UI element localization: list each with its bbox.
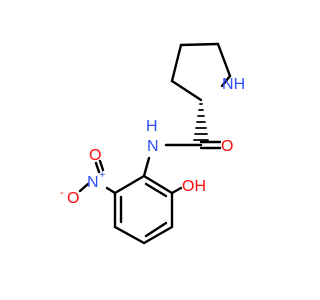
molecule-structure: NH N H O N + O O - OH — [60, 42, 245, 245]
ring-nh-label: NH — [222, 76, 245, 93]
nitro-plus-charge: + — [99, 169, 105, 181]
hydroxyl-label: OH — [182, 178, 206, 195]
nitro-minus-charge: - — [60, 187, 64, 199]
amide-h-label: H — [146, 118, 158, 135]
stereo-hash-bond — [193, 103, 209, 141]
benzene-ring — [113, 174, 174, 245]
nitro-oxygen-top-label: O — [89, 147, 101, 164]
substituent-bonds — [78, 159, 183, 195]
amide-n-label: N — [147, 138, 159, 155]
pyrrolidine-ring — [170, 42, 232, 102]
nitro-nitrogen-label: N — [87, 174, 99, 191]
nitro-oxygen-minus-label: O — [67, 190, 79, 207]
amide-bonds — [142, 140, 222, 178]
carbonyl-oxygen-label: O — [221, 138, 233, 155]
